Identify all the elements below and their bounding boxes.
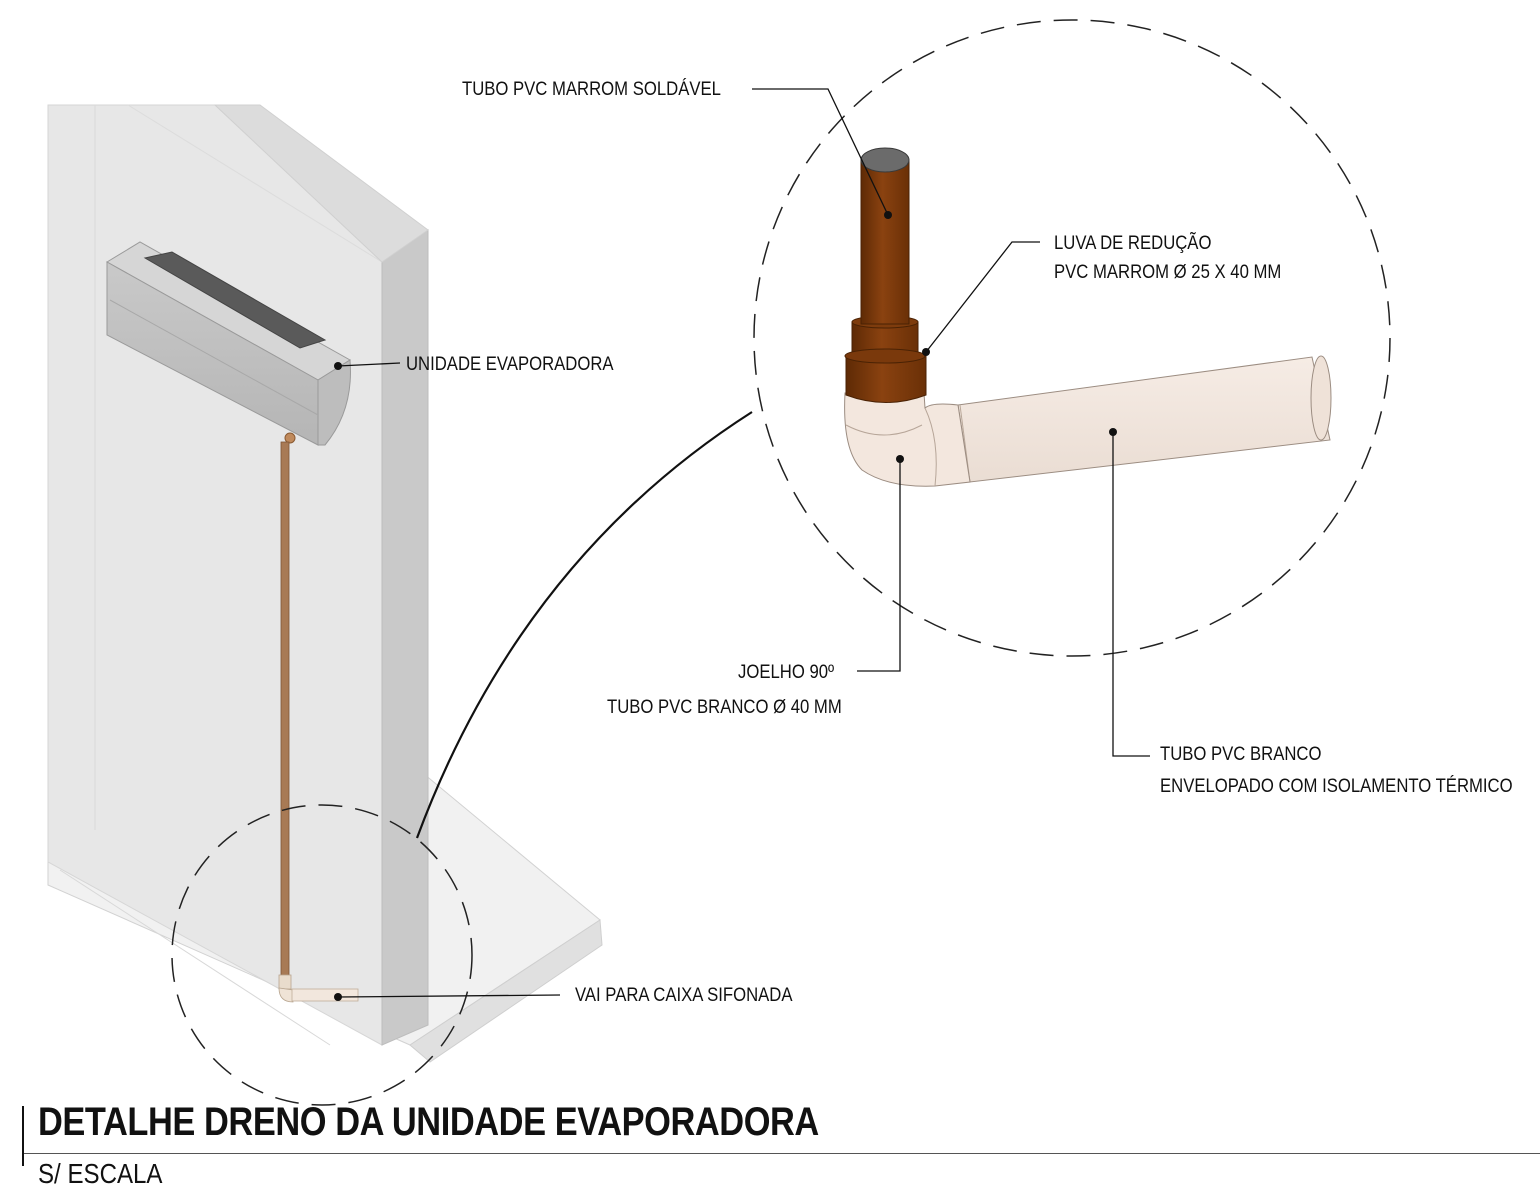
label-tubo-pvc-branco: TUBO PVC BRANCO — [1160, 743, 1322, 764]
label-unidade-evaporadora: UNIDADE EVAPORADORA — [406, 353, 614, 374]
label-luva-reducao: LUVA DE REDUÇÃO — [1054, 231, 1212, 253]
evaporator-grille — [143, 251, 327, 349]
leaders — [334, 88, 1150, 1001]
evaporator-unit — [106, 241, 351, 446]
label-caixa-sifonada: VAI PARA CAIXA SIFONADA — [575, 984, 793, 1005]
drawing-scale-note: S/ ESCALA — [38, 1158, 163, 1189]
elbow-90 — [844, 392, 971, 487]
white-pipe-horizontal — [957, 355, 1332, 483]
detail-connector-line — [415, 411, 753, 839]
label-isolamento-termico: ENVELOPADO COM ISOLAMENTO TÉRMICO — [1160, 775, 1513, 796]
brown-pipe-vertical — [860, 147, 910, 325]
floor-slab-edge — [409, 919, 603, 1063]
label-luva-diametro: PVC MARROM Ø 25 X 40 MM — [1054, 261, 1281, 282]
title-bar — [22, 1106, 24, 1166]
drawing-title: DETALHE DRENO DA UNIDADE EVAPORADORA — [38, 1100, 819, 1144]
label-tubo-branco-40: TUBO PVC BRANCO Ø 40 MM — [607, 696, 842, 717]
detail-callout-circle-small — [171, 804, 473, 1106]
detail-callout-circle-large — [753, 19, 1391, 657]
label-joelho-90: JOELHO 90º — [738, 661, 835, 682]
title-rule — [24, 1153, 1540, 1154]
label-tubo-pvc-marrom: TUBO PVC MARROM SOLDÁVEL — [462, 78, 721, 99]
reducer-socket — [844, 315, 927, 403]
